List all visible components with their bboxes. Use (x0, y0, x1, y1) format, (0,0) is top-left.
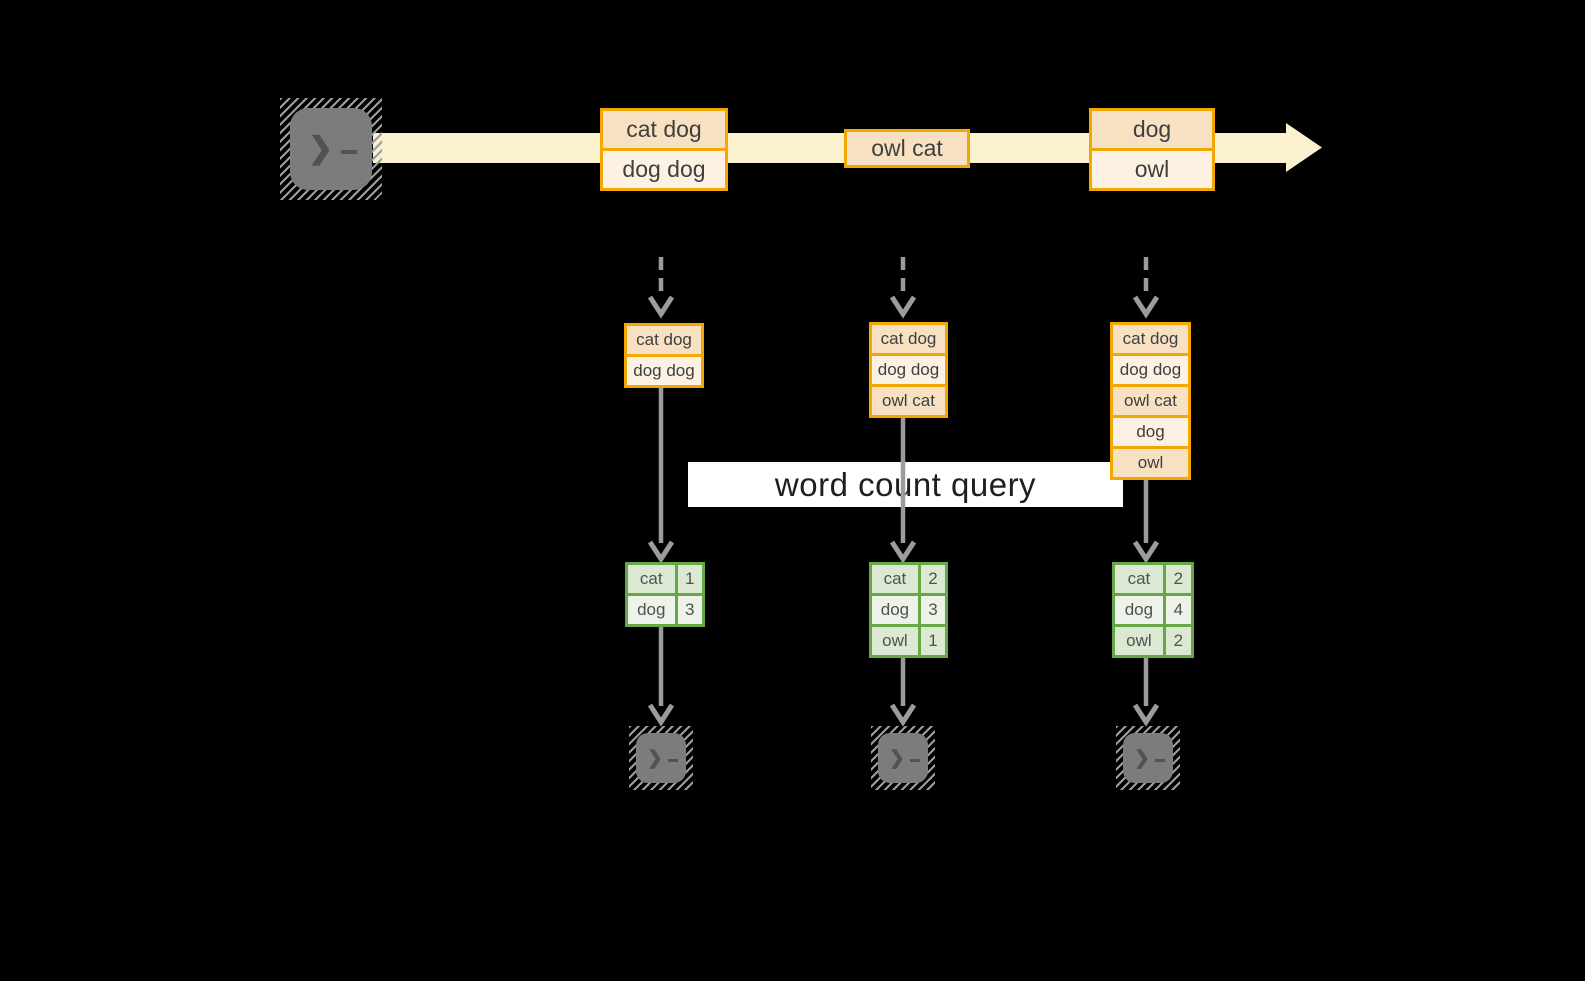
state-box-1: cat dog dog dog (624, 323, 704, 388)
table-row: owl 2 (1115, 624, 1191, 655)
terminal-prompt-icon: ❯ (889, 749, 921, 768)
dashed-arrow-right (1132, 257, 1160, 319)
stream-batch-box-2: owl cat (844, 129, 970, 168)
stream-source-terminal-icon: ❯ (280, 98, 382, 200)
stream-batch-box-1: cat dog dog dog (600, 108, 728, 191)
table-row: cat 1 (628, 565, 702, 593)
terminal-screen: ❯ (878, 733, 928, 783)
stream-batch-box-3: dog owl (1089, 108, 1215, 191)
flow-arrow-right (1132, 480, 1160, 564)
word-count-table-2: cat 2 dog 3 owl 1 (869, 562, 948, 658)
word-cell: owl (1115, 627, 1166, 655)
terminal-screen: ❯ (636, 733, 686, 783)
count-cell: 3 (677, 596, 702, 624)
state-box-2: cat dog dog dog owl cat (869, 322, 948, 418)
table-row: cat 2 (1115, 565, 1191, 593)
table-row: dog 3 (872, 593, 945, 624)
count-cell: 2 (1165, 627, 1191, 655)
output-arrow-left (647, 627, 675, 727)
table-row: dog 4 (1115, 593, 1191, 624)
state-row: dog (1113, 415, 1188, 446)
word-cell: dog (628, 596, 678, 624)
word-count-table-3: cat 2 dog 4 owl 2 (1112, 562, 1194, 658)
count-cell: 2 (920, 565, 945, 593)
terminal-prompt-icon: ❯ (1134, 749, 1166, 768)
output-terminal-icon-1: ❯ (629, 726, 693, 790)
batch-row: cat dog (603, 111, 725, 148)
table-row: dog 3 (628, 593, 702, 624)
output-arrow-right (1132, 658, 1160, 727)
state-row: dog dog (1113, 353, 1188, 384)
state-row: dog dog (872, 353, 945, 384)
word-count-table-1: cat 1 dog 3 (625, 562, 705, 627)
count-cell: 4 (1165, 596, 1191, 624)
terminal-prompt-icon: ❯ (647, 749, 679, 768)
dashed-arrow-middle (889, 257, 917, 319)
output-terminal-icon-3: ❯ (1116, 726, 1180, 790)
dashed-arrow-left (647, 257, 675, 319)
state-row: cat dog (1113, 325, 1188, 353)
table-row: cat 2 (872, 565, 945, 593)
word-cell: dog (872, 596, 921, 624)
state-row: dog dog (627, 354, 701, 385)
state-row: owl cat (872, 384, 945, 415)
state-row: cat dog (627, 326, 701, 354)
state-row: owl (1113, 446, 1188, 477)
batch-row: dog (1092, 111, 1212, 148)
output-terminal-icon-2: ❯ (871, 726, 935, 790)
terminal-screen: ❯ (1123, 733, 1173, 783)
table-row: owl 1 (872, 624, 945, 655)
word-cell: dog (1115, 596, 1166, 624)
word-cell: cat (1115, 565, 1166, 593)
flow-arrow-middle (889, 418, 917, 564)
count-cell: 2 (1165, 565, 1191, 593)
terminal-screen: ❯ (290, 108, 372, 190)
batch-row: owl (1092, 148, 1212, 188)
count-cell: 1 (920, 627, 945, 655)
count-cell: 1 (677, 565, 702, 593)
word-cell: cat (872, 565, 921, 593)
state-row: cat dog (872, 325, 945, 353)
batch-row: dog dog (603, 148, 725, 188)
word-cell: cat (628, 565, 678, 593)
batch-row: owl cat (847, 132, 967, 165)
count-cell: 3 (920, 596, 945, 624)
flow-arrow-left (647, 388, 675, 564)
word-cell: owl (872, 627, 921, 655)
output-arrow-middle (889, 658, 917, 727)
terminal-prompt-icon: ❯ (308, 134, 358, 164)
state-box-3: cat dog dog dog owl cat dog owl (1110, 322, 1191, 480)
state-row: owl cat (1113, 384, 1188, 415)
